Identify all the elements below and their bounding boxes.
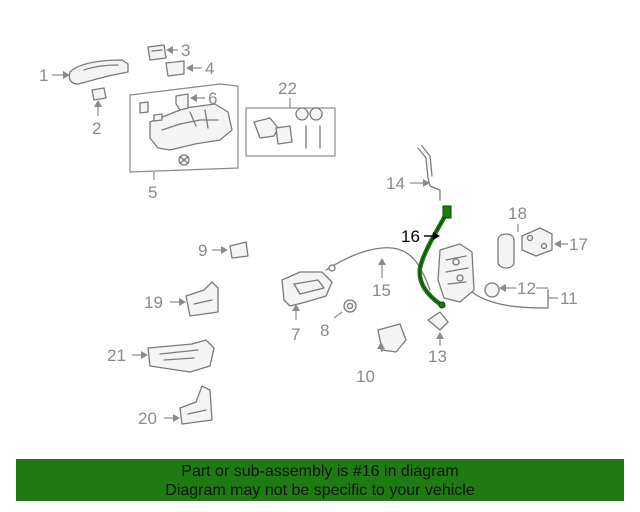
part-17-striker: 17 (521, 227, 588, 257)
part-9-clip: 9 (198, 241, 249, 260)
part-7-inside-handle: 7 (281, 271, 333, 344)
part-6-bracket: 6 (175, 89, 217, 111)
callout-6: 6 (208, 89, 217, 108)
callout-12: 12 (517, 279, 536, 298)
part-1-outside-handle: 1 (39, 59, 129, 85)
part-3-cap: 3 (147, 41, 190, 61)
callout-9: 9 (198, 241, 207, 260)
callout-11: 11 (560, 289, 578, 308)
callout-14: 14 (386, 174, 405, 193)
callout-20: 20 (138, 409, 157, 428)
part-22-lock-cylinder-keys: 22 (245, 79, 336, 157)
callout-7: 7 (291, 325, 300, 344)
part-8-plug: 8 (320, 299, 357, 340)
callout-1: 1 (39, 66, 48, 85)
callout-4: 4 (205, 59, 214, 78)
part-20-lower-bracket: 20 (138, 385, 213, 428)
part-10-cover: 10 (356, 323, 407, 386)
callout-2: 2 (92, 119, 101, 138)
part-14-lock-rod: 14 (386, 145, 441, 201)
banner-line-1: Part or sub-assembly is #16 in diagram (181, 463, 459, 480)
part-2-pad: 2 (91, 87, 107, 138)
info-banner: Part or sub-assembly is #16 in diagram D… (16, 459, 624, 501)
callout-15: 15 (372, 281, 391, 300)
part-19-bracket: 19 (144, 281, 219, 317)
callout-22: 22 (278, 79, 297, 98)
callout-17: 17 (569, 235, 588, 254)
banner-line-2: Diagram may not be specific to your vehi… (165, 482, 475, 499)
callout-8: 8 (320, 321, 329, 340)
part-13-protector: 13 (427, 311, 449, 366)
part-12-latch-cover: 12 (484, 279, 548, 298)
callout-16: 16 (401, 227, 420, 246)
part-11-latch-assembly: 11 (437, 243, 578, 309)
part-21-link-assembly: 21 (107, 339, 215, 373)
part-18-striker-cover: 18 (497, 204, 527, 269)
callout-3: 3 (181, 41, 190, 60)
callout-5: 5 (148, 183, 157, 202)
part-4-cover: 4 (165, 59, 214, 78)
callout-13: 13 (428, 347, 447, 366)
callout-19: 19 (144, 293, 163, 312)
callout-21: 21 (107, 346, 126, 365)
part-5-frame-assembly: 5 (129, 83, 239, 202)
callout-18: 18 (508, 204, 527, 223)
part-16-lock-cable-highlighted: 16 (401, 205, 452, 309)
part-15-release-cable: 15 (325, 247, 431, 300)
callout-10: 10 (356, 367, 375, 386)
